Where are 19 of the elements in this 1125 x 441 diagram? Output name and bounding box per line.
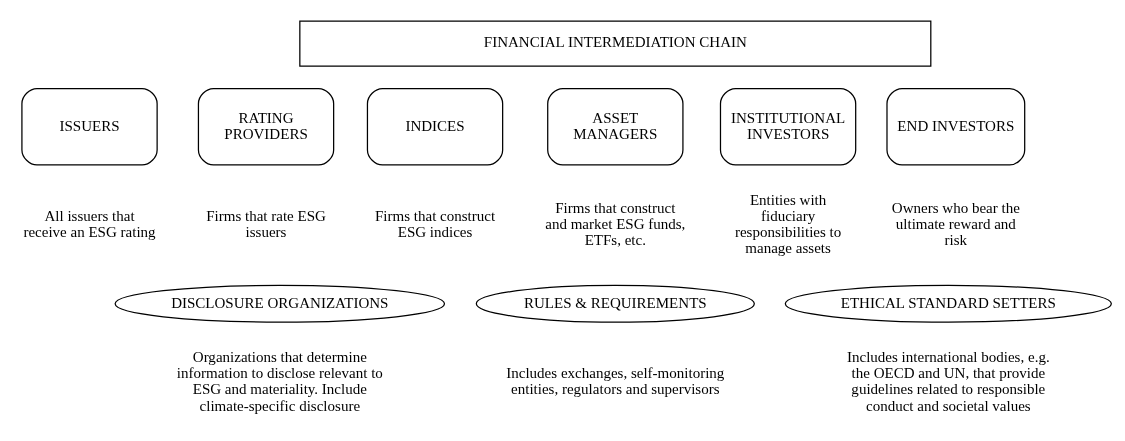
- node-box: ASSET MANAGERS: [547, 88, 684, 166]
- node-box: INDICES: [366, 88, 504, 166]
- node-label: Includes international bodies, e.g. the OECD and UN, that provide guidelines related to responsible conduct and societal values: [847, 348, 1050, 414]
- node-box: ISSUERS: [21, 88, 158, 166]
- node-label: Owners who bear the ultimate reward and risk: [891, 199, 1020, 249]
- node-box: END INVESTORS: [886, 88, 1026, 166]
- node-label: Firms that construct ESG indices: [374, 207, 496, 241]
- node-label: Organizations that determine information to disclose relevant to ESG and materiality. Include climate-specific disclosure: [176, 348, 383, 414]
- node-label: Firms that construct and market ESG funds, ETFs, etc.: [545, 199, 686, 249]
- node-label: Includes exchanges, self-monitoring entities, regulators and supervisors: [506, 365, 725, 398]
- node-box: INSTITUTIONAL INVESTORS: [719, 88, 857, 166]
- node-label: Firms that rate ESG issuers: [206, 207, 326, 241]
- node-box: FINANCIAL INTERMEDIATION CHAIN: [299, 20, 932, 67]
- node-label: All issuers that receive an ESG rating: [23, 207, 156, 241]
- node-label: Entities with fiduciary responsibilities to manage assets: [734, 191, 842, 257]
- node-ellipse: RULES & REQUIREMENTS: [475, 284, 755, 323]
- node-ellipse: DISCLOSURE ORGANIZATIONS: [114, 284, 446, 323]
- node-box: RATING PROVIDERS: [197, 88, 335, 166]
- node-ellipse: ETHICAL STANDARD SETTERS: [784, 284, 1112, 323]
